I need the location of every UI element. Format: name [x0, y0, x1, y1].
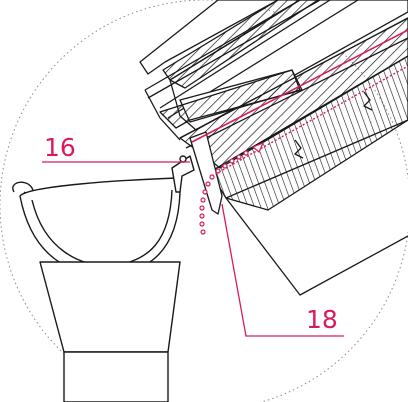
fascia-board	[189, 131, 223, 215]
downpipe-funnel	[39, 261, 181, 353]
callout-18-leader	[221, 203, 344, 337]
callout-18: 18	[221, 203, 344, 337]
roof-assembly	[139, 0, 408, 296]
gutter-hanger	[171, 155, 195, 193]
callout-16-label: 16	[44, 133, 76, 162]
gutter	[12, 155, 195, 402]
hanger-bolt	[179, 155, 187, 163]
callout-18-label: 18	[306, 305, 338, 334]
airflow-arrowhead	[251, 141, 265, 153]
downpipe	[63, 351, 169, 402]
gutter-trough	[19, 177, 181, 276]
roof-cover-top	[139, 0, 279, 75]
roof-membrane	[191, 29, 408, 177]
airflow-path	[199, 141, 265, 235]
callout-16: 16	[42, 133, 190, 163]
